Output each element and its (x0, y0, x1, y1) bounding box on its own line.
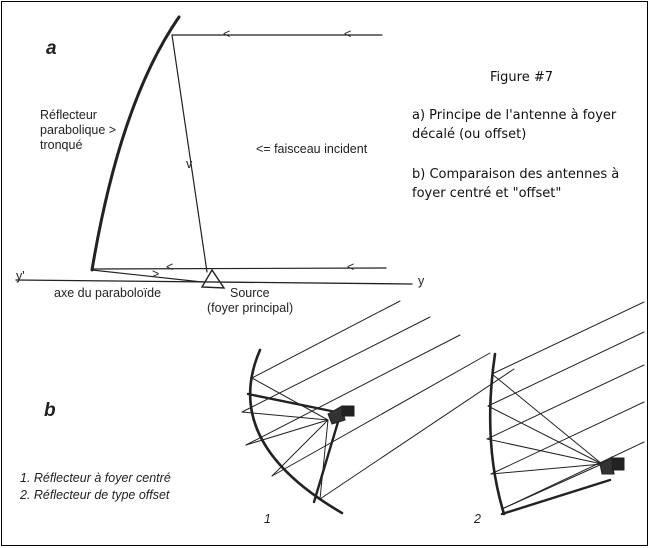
caption-b-line2: foyer centré et "offset" (412, 186, 562, 201)
reflector-label-line1: Réflecteur (40, 108, 97, 122)
caption-a-line1: a) Principe de l'antenne à foyer (412, 108, 617, 123)
diagram-1-label: 1 (264, 512, 271, 526)
arrow-reflected: > (152, 267, 160, 281)
source-label-line1: Source (230, 286, 270, 300)
reflector-label-line3: tronqué (40, 138, 83, 152)
figure-title: Figure #7 (490, 70, 553, 85)
arrow-top-right: < (344, 27, 352, 41)
incident-ray-bottom (91, 267, 387, 270)
part-a-letter: a (46, 38, 57, 59)
axis-start-label: y' (16, 269, 25, 283)
offset-feed-support (500, 478, 612, 516)
reflector-label-line2: parabolique > (40, 123, 117, 137)
arrow-down: v (186, 157, 193, 171)
arrow-bottom-left: < (166, 260, 174, 274)
feed-support-lower (312, 420, 340, 504)
reflected-rays-2 (486, 373, 603, 510)
incident-beam-label: <= faisceau incident (256, 142, 368, 156)
caption-a-line2: décalé (ou offset) (412, 127, 527, 142)
optical-axis (15, 279, 413, 285)
truncated-parabolic-reflector (90, 15, 181, 272)
source-feed-triangle (200, 268, 226, 289)
offset-feed-horn (599, 456, 615, 475)
arrow-top-left: < (223, 27, 231, 41)
part-b-letter: b (44, 400, 56, 421)
legend-item-1: 1. Réflecteur à foyer centré (20, 471, 171, 485)
incident-rays-2 (486, 301, 645, 510)
reflected-rays-1 (241, 377, 329, 500)
incident-rays-1 (241, 300, 515, 500)
centre-feed-horn (327, 405, 346, 425)
offset-feed-body (611, 457, 625, 471)
reflected-ray-bottom (91, 269, 203, 283)
arrow-bottom-right: < (347, 260, 355, 274)
reflected-ray-top (171, 34, 208, 273)
axis-end-label: y (418, 274, 425, 288)
caption-b-line1: b) Comparaison des antennes à (412, 167, 620, 182)
feed-support-upper (246, 392, 338, 414)
diagram-2-label: 2 (474, 512, 481, 526)
axis-label: axe du paraboloïde (54, 286, 162, 300)
centre-feed-body (341, 405, 355, 417)
legend-item-2: 2. Réflecteur de type offset (20, 488, 170, 502)
centre-fed-reflector (248, 348, 344, 515)
source-label-line2: (foyer principal) (207, 301, 294, 315)
